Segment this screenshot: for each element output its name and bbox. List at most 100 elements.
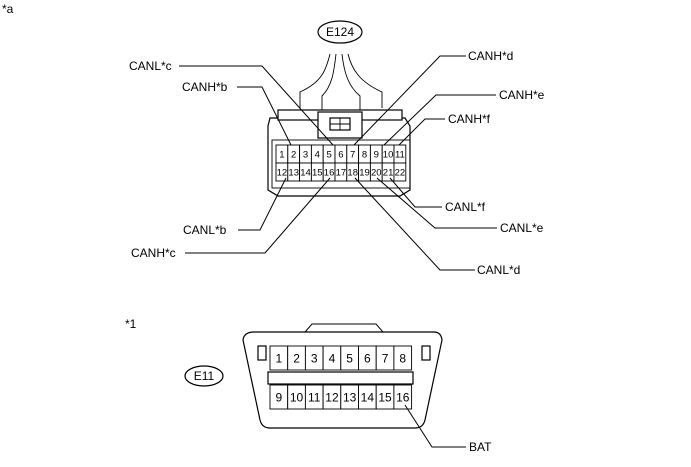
- callout-lines: [179, 55, 497, 271]
- callout-line-bat: [404, 404, 466, 448]
- pin-box: [393, 162, 407, 182]
- pin-number: 4: [315, 149, 320, 160]
- pin-number: 4: [329, 351, 336, 365]
- pin-number: 5: [346, 351, 353, 365]
- pin-cell: 7: [346, 144, 360, 164]
- pin-cell: 8: [393, 345, 413, 371]
- label-canh-b: CANH*b: [182, 80, 228, 94]
- label-canh-c: CANH*c: [131, 246, 176, 260]
- pin-number: 11: [395, 149, 405, 160]
- pin-number: 7: [350, 149, 355, 160]
- pin-cell: 11: [304, 384, 324, 410]
- pin-number: 11: [308, 390, 321, 404]
- label-canh-e: CANH*e: [499, 88, 545, 102]
- pin-number: 14: [300, 167, 311, 178]
- pin-cell: 2: [287, 345, 306, 371]
- figure-mark-a: *a: [2, 2, 14, 16]
- pin-cell: 15: [310, 162, 324, 182]
- pin-number: 10: [290, 390, 304, 404]
- pin-cell: 3: [304, 345, 324, 371]
- pin-number: 20: [371, 167, 382, 178]
- pin-number: 17: [336, 167, 347, 178]
- pin-cell: 11: [393, 144, 407, 164]
- pin-cell: 20: [369, 162, 383, 182]
- pin-number: 8: [362, 149, 367, 160]
- pin-number: 21: [383, 167, 394, 178]
- pin-cell: 12: [322, 384, 342, 410]
- figure-mark-1: *1: [125, 317, 137, 331]
- pin-box: [393, 384, 413, 410]
- pin-number: 16: [324, 167, 335, 178]
- connector-id-label: E11: [194, 369, 215, 383]
- dlc-top-tab: [304, 323, 384, 333]
- pin-number: 2: [293, 351, 300, 365]
- pin-cell: 8: [358, 144, 371, 164]
- pin-cell: 10: [287, 384, 306, 410]
- locking-latch: [317, 111, 363, 139]
- pin-cell: 13: [287, 162, 301, 182]
- dlc-center-bar: [267, 371, 414, 385]
- pin-number: 22: [395, 167, 406, 178]
- pin-cell: 16: [393, 384, 413, 410]
- pin-cell: 21: [381, 162, 395, 182]
- pin-cell: 6: [334, 144, 348, 164]
- pin-cell: 4: [322, 345, 342, 371]
- pin-number: 10: [383, 149, 394, 160]
- pin-number: 12: [277, 167, 288, 178]
- pin-number: 14: [361, 390, 375, 404]
- pin-cell: 15: [375, 384, 395, 410]
- pin-number: 2: [291, 149, 296, 160]
- pin-number: 13: [288, 167, 299, 178]
- pin-number: 18: [347, 167, 358, 178]
- pin-number: 5: [326, 149, 331, 160]
- dlc-key-right: [421, 345, 431, 361]
- label-canl-d: CANL*d: [477, 263, 520, 277]
- pin-cell: 7: [375, 345, 395, 371]
- pin-cell: 13: [340, 384, 359, 410]
- pin-number: 3: [303, 149, 308, 160]
- pin-number: 8: [399, 351, 406, 365]
- pin-cell: 17: [334, 162, 348, 182]
- pin-cell: 14: [358, 384, 377, 410]
- pin-number: 15: [378, 390, 392, 404]
- pin-cell: 5: [340, 345, 359, 371]
- label-canh-f: CANH*f: [448, 112, 491, 126]
- pin-number: 19: [359, 167, 370, 178]
- connector-id-bubble: [184, 365, 224, 387]
- label-canl-c: CANL*c: [129, 59, 172, 73]
- inner-frame: [271, 139, 411, 189]
- connector-id-label: E124: [326, 25, 354, 39]
- pin-number: 6: [338, 149, 343, 160]
- dlc-key-left: [257, 345, 267, 361]
- pin-cell: 14: [299, 162, 312, 182]
- pin-number: 9: [374, 149, 379, 160]
- pin-number: 12: [325, 390, 339, 404]
- label-canl-f: CANL*f: [445, 200, 486, 214]
- pin-cell: 18: [346, 162, 360, 182]
- pin-cell: 9: [369, 144, 383, 164]
- pin-cell: 19: [358, 162, 371, 182]
- pin-cell: 9: [269, 384, 289, 410]
- pin-box: [393, 345, 413, 371]
- pin-number: 3: [311, 351, 318, 365]
- label-canh-d: CANH*d: [468, 49, 513, 63]
- pin-cell: 2: [287, 144, 301, 164]
- pin-number: 1: [276, 351, 283, 365]
- pin-cell: 1: [269, 345, 289, 371]
- pin-number: 6: [364, 351, 371, 365]
- wire-harness: [299, 53, 383, 110]
- pin-number: 1: [279, 149, 284, 160]
- pin-cell: 1: [275, 144, 289, 164]
- pin-cell: 22: [393, 162, 407, 182]
- label-canl-b: CANL*b: [183, 223, 227, 237]
- pin-number: 7: [382, 351, 389, 365]
- pin-cell: 10: [381, 144, 395, 164]
- pin-cell: 4: [310, 144, 324, 164]
- pin-number: 9: [276, 390, 283, 404]
